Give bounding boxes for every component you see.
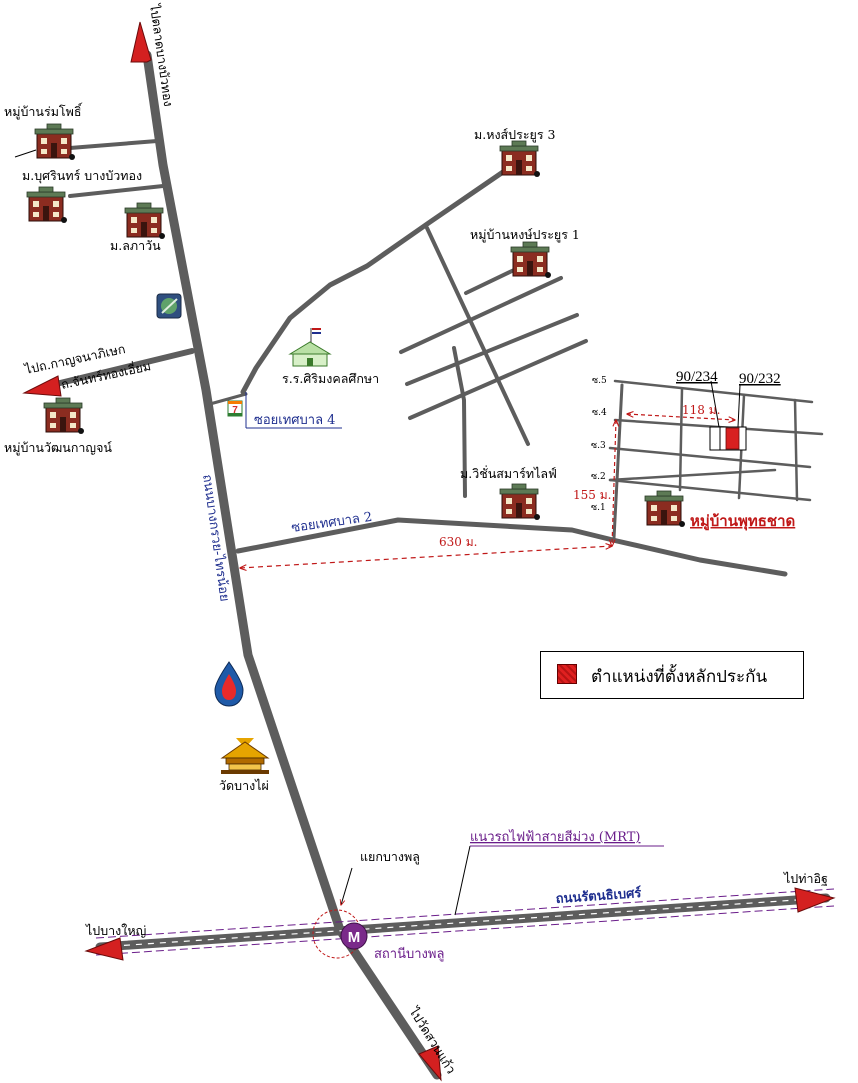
- label-village-burin: ม.บุศรินทร์ บางบัวทอง: [22, 168, 142, 184]
- house-icon: [499, 140, 541, 178]
- road-grid-b: [464, 268, 516, 295]
- direction-arrow-icon: [130, 21, 152, 63]
- mrt-station-icon: M: [312, 909, 368, 959]
- label-wat: วัดบางไผ่: [219, 778, 269, 793]
- collateral-plot: [709, 380, 747, 451]
- distance-155: 155 ม.: [573, 488, 611, 502]
- bank-icon: [156, 293, 182, 319]
- dimension-155: [612, 420, 616, 546]
- soi-thetsaban-2: [235, 517, 788, 577]
- svg-text:7: 7: [232, 405, 238, 416]
- legend: ตำแหน่งที่ตั้งหลักประกัน: [540, 651, 804, 699]
- house-icon: [124, 202, 166, 240]
- romphothi-leader: [14, 149, 37, 158]
- label-village-puttachat: หมู่บ้านพุทธชาด: [690, 512, 795, 531]
- seven-eleven-icon: 7: [227, 400, 243, 417]
- house-icon: [43, 397, 85, 435]
- mrt-line-bottom: [95, 905, 835, 956]
- distance-630: 630 ม.: [439, 535, 477, 549]
- plot-number-2: 90/232: [739, 371, 781, 387]
- label-village-hong3: ม.หงส์ประยูร 3: [474, 127, 556, 143]
- house-icon: [499, 483, 541, 521]
- soi-label: ซ.2: [591, 472, 606, 482]
- soi-label: ซ.4: [592, 408, 607, 418]
- svg-text:M: M: [348, 929, 361, 946]
- soi2-road: [608, 468, 777, 482]
- soi1-road: [608, 478, 812, 502]
- label-school: ร.ร.ศิริมงคลศึกษา: [282, 371, 379, 386]
- plot-number-1: 90/234: [676, 369, 718, 385]
- mrt-leader: [454, 845, 471, 916]
- rattanathibet-centerline: [99, 897, 827, 948]
- soi5-road: [613, 379, 814, 404]
- junction-leader: [341, 867, 353, 905]
- house-icon: [644, 490, 686, 528]
- school-icon: [288, 328, 332, 367]
- house-icon: [34, 123, 76, 161]
- road-grid-a: [425, 226, 530, 446]
- soi3-road: [608, 446, 812, 469]
- road-grid-f: [452, 346, 467, 498]
- mrt-line-top: [95, 888, 835, 939]
- soi-label: ซ.5: [592, 376, 607, 386]
- label-to-tha-it: ไปท่าอิฐ: [783, 871, 828, 886]
- direction-arrow-icon: [84, 937, 124, 961]
- house-icon: [26, 186, 68, 224]
- soi-label: ซ.3: [591, 441, 606, 451]
- chanthongiam-road: [49, 348, 195, 388]
- label-village-vision: ม.วิชั่นสมาร์ทไลฟ์: [460, 465, 557, 481]
- temple-icon: [220, 738, 270, 774]
- direction-arrow-icon: [22, 375, 62, 397]
- distance-118: 118 ม.: [682, 403, 720, 417]
- direction-arrow-icon: [794, 887, 836, 913]
- label-station: สถานีบางพลู: [374, 946, 444, 962]
- label-to-bangyai: ไปบางใหญ่: [85, 923, 146, 938]
- label-rattanathibet: ถนนรัตนธิเบศร์: [555, 885, 642, 907]
- road-northeast: [240, 169, 506, 395]
- road-grid-c: [399, 276, 563, 354]
- label-soi-4: ซอยเทศบาล 4: [254, 413, 335, 428]
- road-soi4-link: [208, 392, 248, 406]
- cross-road-1: [678, 387, 684, 492]
- road-romphothi: [68, 139, 159, 150]
- cross-road-3: [793, 398, 799, 502]
- puttachat-main-road: [612, 383, 624, 540]
- label-village-romphothi: หมู่บ้านร่มโพธิ์: [4, 102, 83, 120]
- main-road: [142, 50, 442, 1080]
- label-mrt-line: แนวรถไฟฟ้าสายสีม่วง (MRT): [470, 829, 641, 845]
- house-icon: [510, 241, 552, 279]
- direction-arrow-icon: [418, 1045, 442, 1082]
- road-burin: [68, 184, 165, 198]
- gas-station-icon: [214, 661, 244, 707]
- label-junction: แยกบางพลู: [360, 849, 420, 865]
- legend-swatch: [557, 664, 577, 684]
- dimension-630: [240, 546, 612, 568]
- road-grid-e: [408, 339, 588, 420]
- label-village-hong1: หมู่บ้านหงษ์ประยูร 1: [470, 227, 580, 243]
- soi-label: ซ.1: [591, 503, 606, 513]
- label-village-lapawan: ม.ลภาวัน: [110, 238, 161, 253]
- label-village-watthana: หมู่บ้านวัฒนกาญจน์: [4, 440, 112, 456]
- legend-text: ตำแหน่งที่ตั้งหลักประกัน: [591, 667, 768, 687]
- road-grid-d: [405, 313, 579, 386]
